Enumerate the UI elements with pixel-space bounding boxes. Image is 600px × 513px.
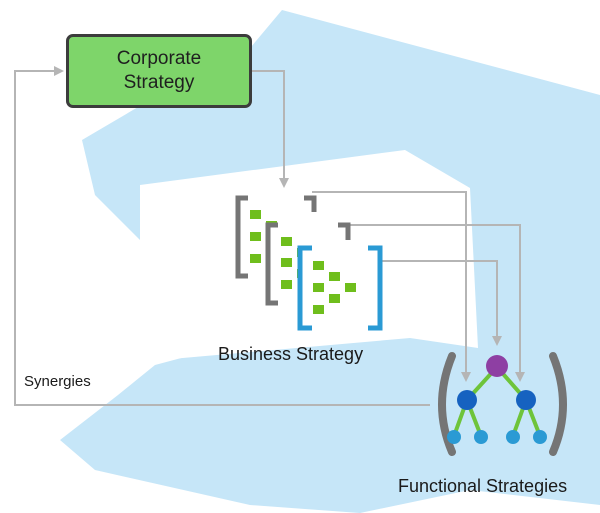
tree-mid-node-right xyxy=(516,390,536,410)
business-to-functional-arrow-2 xyxy=(347,224,525,382)
corporate-strategy-line2: Strategy xyxy=(123,72,195,93)
functional-strategies-tree-icon xyxy=(438,352,567,456)
synergies-label: Synergies xyxy=(24,373,91,390)
tree-leaf-node xyxy=(474,430,488,444)
business-to-functional-arrow-1 xyxy=(312,191,471,382)
corporate-to-business-arrow xyxy=(252,70,289,188)
tree-leaf-node xyxy=(506,430,520,444)
connectors xyxy=(14,66,525,406)
corporate-strategy-box: Corporate Strategy xyxy=(66,34,252,108)
functional-strategies-label: Functional Strategies xyxy=(398,476,568,496)
tree-leaf-node xyxy=(533,430,547,444)
synergies-feedback-arrow xyxy=(14,66,430,406)
business-strategy-label: Business Strategy xyxy=(218,344,364,364)
tree-mid-node-left xyxy=(457,390,477,410)
corporate-strategy-line1: Corporate xyxy=(116,48,202,69)
business-to-functional-arrow-3 xyxy=(381,260,502,346)
business-card-front xyxy=(297,245,383,331)
tree-root-node xyxy=(486,355,508,377)
left-bracket xyxy=(438,352,456,456)
tree-leaf-node xyxy=(447,430,461,444)
business-strategy-stack-icon xyxy=(235,195,383,331)
right-bracket xyxy=(549,352,567,456)
